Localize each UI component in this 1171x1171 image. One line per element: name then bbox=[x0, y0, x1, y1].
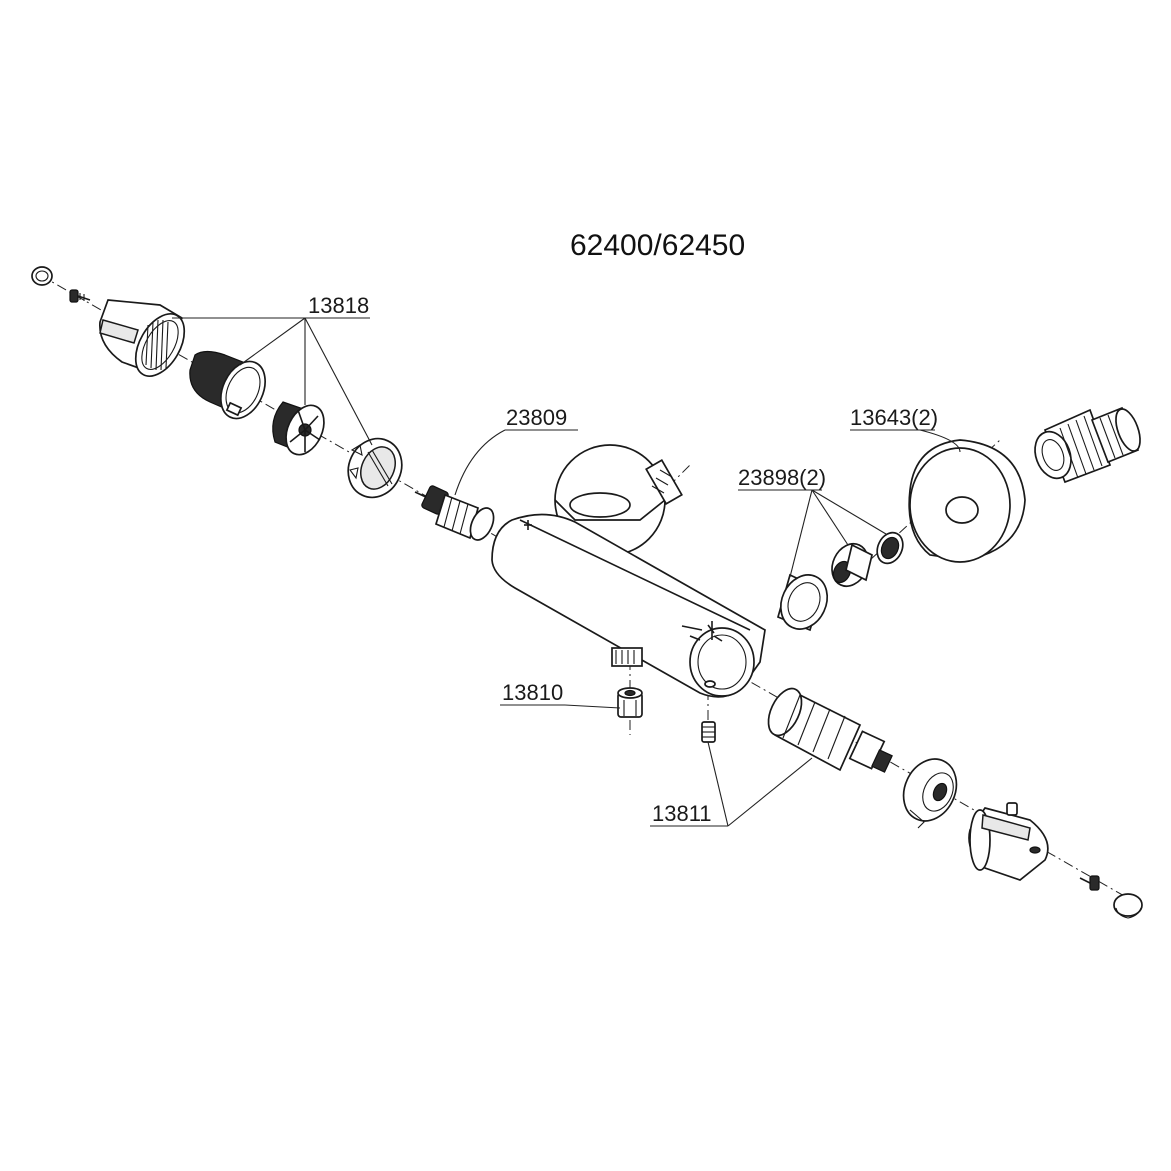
set-screw bbox=[701, 721, 716, 743]
end-cap-right bbox=[1113, 893, 1143, 919]
label-13811: 13811 bbox=[652, 801, 712, 826]
label-13643: 13643(2) bbox=[850, 405, 938, 430]
wall-rosette bbox=[908, 439, 1026, 563]
label-13818: 13818 bbox=[308, 293, 369, 318]
union-nut bbox=[776, 573, 829, 632]
splined-adapter bbox=[272, 401, 325, 456]
flow-cartridge bbox=[414, 485, 495, 541]
thermostatic-cartridge bbox=[767, 687, 893, 773]
eccentric-connector bbox=[1034, 406, 1141, 484]
knurled-ring bbox=[189, 350, 266, 420]
temperature-handle-knob bbox=[99, 299, 186, 377]
model-title: 62400/62450 bbox=[570, 229, 745, 262]
filter-washer bbox=[876, 531, 904, 565]
thermostat-handle-knob bbox=[968, 802, 1049, 881]
outlet-insert bbox=[617, 687, 643, 718]
label-23809: 23809 bbox=[506, 405, 567, 430]
check-valve bbox=[831, 542, 873, 588]
screw-left bbox=[69, 289, 91, 303]
valve-body bbox=[491, 444, 766, 698]
stop-ring bbox=[347, 437, 403, 499]
limit-stop-ring bbox=[902, 758, 958, 829]
label-13810: 13810 bbox=[502, 680, 563, 705]
leader-lines bbox=[172, 317, 961, 827]
label-23898: 23898(2) bbox=[738, 465, 826, 490]
end-cap-left bbox=[31, 266, 53, 286]
screw-right bbox=[1079, 875, 1100, 891]
